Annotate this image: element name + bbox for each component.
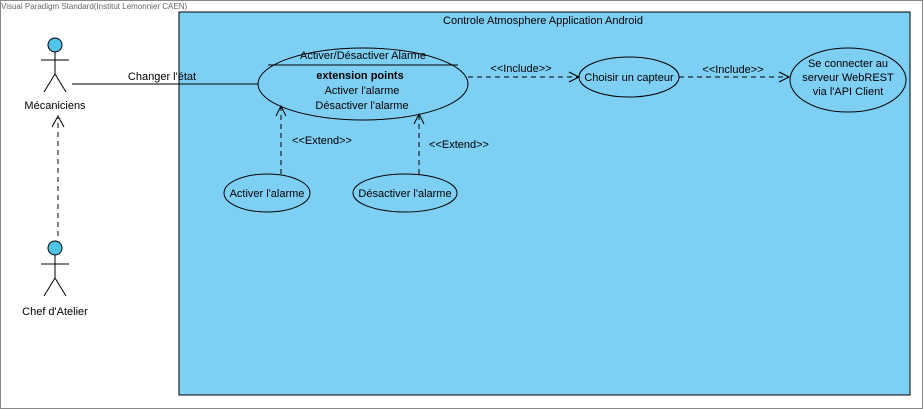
use-case-label: Activer l'alarme [230,188,305,200]
use-case-label-line: Se connecter au [808,58,888,70]
open-arrow-icon [778,71,791,83]
actor-label: Chef d'Atelier [22,306,88,318]
use-case-title: Activer/Désactiver Alarme [300,50,426,62]
actor-head-icon [47,240,63,256]
association-label: Changer l'état [128,71,196,83]
extend-label: <<Extend>> [429,139,489,151]
include-label: <<Include>> [702,64,763,76]
open-arrow-icon [51,114,65,128]
open-arrow-icon [275,104,287,117]
use-case-activer-alarme[interactable]: Activer l'alarme [223,173,311,213]
extension-points-header: extension points [316,70,403,82]
system-name: Controle Atmosphere Application Android [443,15,643,27]
extend-link-1[interactable]: <<Extend>> [275,104,352,174]
open-arrow-icon [413,112,425,125]
extend-link-2[interactable]: <<Extend>> [413,112,489,174]
use-case-label-line: serveur WebREST [802,72,894,84]
watermark: Visual Paradigm Standard(Institut Lemonn… [1,2,188,11]
use-case-choisir-capteur[interactable]: Choisir un capteur [578,56,680,98]
extend-label: <<Extend>> [292,135,352,147]
use-case-label: Désactiver l'alarme [358,188,451,200]
extension-point: Activer l'alarme [325,85,400,97]
use-case-label-line: via l'API Client [813,86,884,98]
actor-label: Mécaniciens [24,100,86,112]
use-case-connecter-webrest[interactable]: Se connecter au serveur WebREST via l'AP… [789,47,907,113]
use-case-desactiver-alarme[interactable]: Désactiver l'alarme [352,173,458,213]
include-link-2[interactable]: <<Include>> [679,64,791,83]
use-case-activer-desactiver-alarme[interactable]: Activer/Désactiver Alarme extension poin… [257,47,469,121]
extension-point: Désactiver l'alarme [315,100,408,112]
open-arrow-icon [568,71,581,83]
include-link-1[interactable]: <<Include>> [468,63,581,83]
actor-head-icon [47,37,63,53]
actor-chef-atelier[interactable]: Chef d'Atelier [22,240,88,318]
use-case-label: Choisir un capteur [584,72,674,84]
generalization-link[interactable] [51,114,65,236]
association-link[interactable]: Changer l'état [72,71,262,85]
actor-mecaniciens[interactable]: Mécaniciens [24,37,86,112]
include-label: <<Include>> [490,63,551,75]
